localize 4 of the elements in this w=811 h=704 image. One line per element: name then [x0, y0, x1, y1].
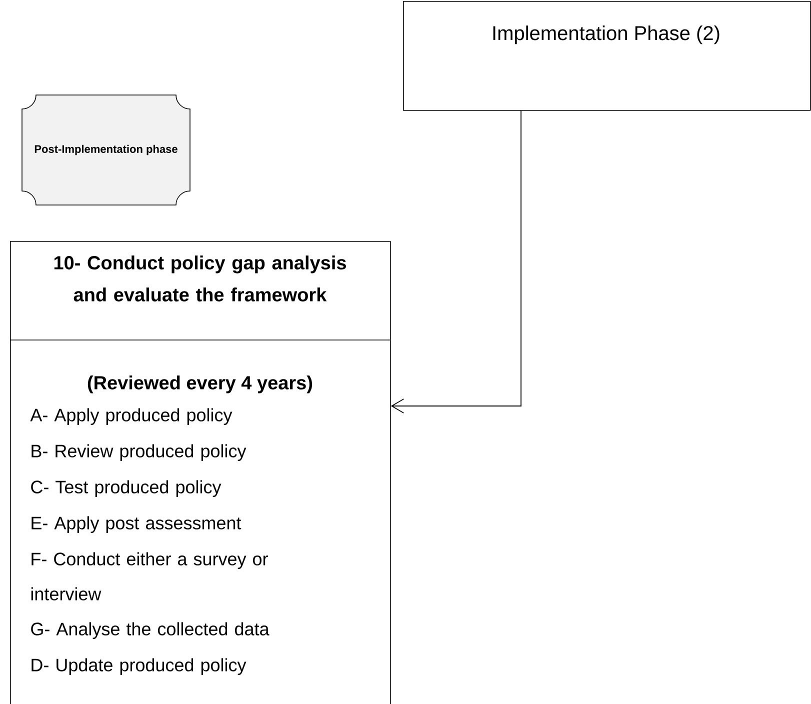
plaque: Post-Implementation phase	[22, 94, 190, 206]
arrow	[390, 110, 522, 414]
phase-box: Implementation Phase (2)	[403, 1, 811, 111]
step-box: 10- Conduct policy gap analysis and evaluate the framework (Reviewed every 4 years) A- Apply produced policy B- Review produced policy C- Test produced policy E- Apply post assessment F- Conduct either a survey or interview G- Analyse the collected data D- Update produced policy	[10, 241, 391, 704]
